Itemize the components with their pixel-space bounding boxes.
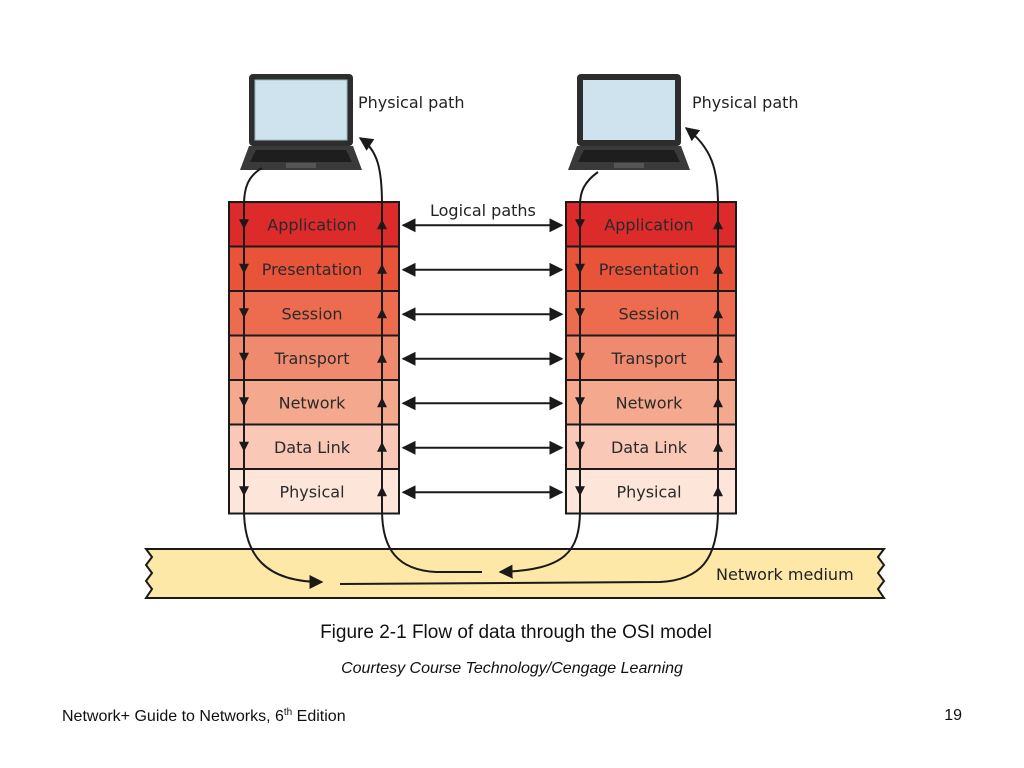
flow-arrowhead-right-down-5 xyxy=(575,397,585,408)
layer-label-sender-7: Physical xyxy=(279,482,344,501)
flow-medium-across xyxy=(339,127,719,585)
network-medium-band xyxy=(144,548,886,599)
flow-arrowhead-right-down-4 xyxy=(575,352,585,363)
layer-label-sender-4: Transport xyxy=(273,349,349,368)
osi-stack-sender: ApplicationPresentationSessionTransportN… xyxy=(228,201,400,515)
logical-paths-label: Logical paths xyxy=(430,201,536,220)
flow-arrowhead-right-up-6 xyxy=(713,441,723,452)
flow-arrowhead-right-up-3 xyxy=(713,308,723,319)
figure-caption: Figure 2-1 Flow of data through the OSI … xyxy=(320,622,712,643)
flow-arrowhead-left-down-3 xyxy=(239,308,249,319)
layer-box-receiver-1 xyxy=(565,201,737,248)
flow-arrowhead-right-up-1 xyxy=(713,219,723,230)
flow-left-down xyxy=(243,167,324,589)
osi-stack-receiver: ApplicationPresentationSessionTransportN… xyxy=(565,201,737,515)
layer-box-receiver-7 xyxy=(565,468,737,515)
page-number: 19 xyxy=(944,707,962,724)
layer-box-receiver-6 xyxy=(565,423,737,470)
flow-arrowhead-right-down-6 xyxy=(575,441,585,452)
network-medium-label: Network medium xyxy=(716,565,854,584)
physical-path-label-right: Physical path xyxy=(692,93,799,112)
flow-arrowhead-left-up-7 xyxy=(377,486,387,497)
layer-box-sender-3 xyxy=(228,290,400,337)
flow-arrowhead-left-down-7 xyxy=(239,486,249,497)
layer-label-sender-1: Application xyxy=(267,215,356,234)
layer-box-sender-1 xyxy=(228,201,400,248)
flow-arrowhead-left-up-2 xyxy=(377,263,387,274)
flow-arrowhead-left-down-6 xyxy=(239,441,249,452)
flow-arrowhead-right-down-2 xyxy=(575,263,585,274)
layer-label-receiver-3: Session xyxy=(618,304,679,323)
flow-arrowhead-left-up-1 xyxy=(377,219,387,230)
layer-label-sender-3: Session xyxy=(281,304,342,323)
flow-arrowhead-left-up-5 xyxy=(377,397,387,408)
flow-arrowhead-right-up-7 xyxy=(713,486,723,497)
layer-label-receiver-7: Physical xyxy=(616,482,681,501)
flow-arrowhead-right-down-1 xyxy=(575,219,585,230)
flow-arrowhead-right-up-2 xyxy=(713,263,723,274)
layer-box-receiver-2 xyxy=(565,245,737,292)
flow-arrowhead-right-up-4 xyxy=(713,352,723,363)
layer-label-receiver-4: Transport xyxy=(610,349,686,368)
layer-label-receiver-6: Data Link xyxy=(611,438,688,457)
logical-path-arrows xyxy=(401,218,564,500)
flow-arrowhead-right-down-7 xyxy=(575,486,585,497)
layer-label-sender-2: Presentation xyxy=(262,260,362,279)
flow-arrowhead-right-up-5 xyxy=(713,397,723,408)
physical-flow-path xyxy=(239,127,723,589)
layer-label-sender-5: Network xyxy=(279,393,347,412)
layer-box-sender-6 xyxy=(228,423,400,470)
layer-label-receiver-1: Application xyxy=(604,215,693,234)
laptop-icon xyxy=(240,74,362,170)
layer-label-receiver-5: Network xyxy=(616,393,684,412)
flow-arrowhead-left-up-4 xyxy=(377,352,387,363)
layer-box-sender-4 xyxy=(228,334,400,381)
layer-box-receiver-5 xyxy=(565,379,737,426)
layer-label-receiver-2: Presentation xyxy=(599,260,699,279)
flow-arrowhead-left-down-4 xyxy=(239,352,249,363)
flow-arrowhead-left-down-5 xyxy=(239,397,249,408)
courtesy-caption: Courtesy Course Technology/Cengage Learn… xyxy=(341,660,683,677)
flow-arrowhead-left-down-2 xyxy=(239,263,249,274)
flow-arrowhead-left-up-6 xyxy=(377,441,387,452)
footer-book-title: Network+ Guide to Networks, 6th Edition xyxy=(62,707,346,725)
layer-box-receiver-4 xyxy=(565,334,737,381)
flow-arrowhead-left-down-1 xyxy=(239,219,249,230)
flow-right-down xyxy=(498,171,599,579)
laptop-icon xyxy=(568,74,690,170)
layer-box-sender-7 xyxy=(228,468,400,515)
physical-path-label-left: Physical path xyxy=(358,93,465,112)
layer-label-sender-6: Data Link xyxy=(274,438,351,457)
flow-arrowhead-right-down-3 xyxy=(575,308,585,319)
flow-left-up xyxy=(358,137,482,573)
flow-arrowhead-left-up-3 xyxy=(377,308,387,319)
